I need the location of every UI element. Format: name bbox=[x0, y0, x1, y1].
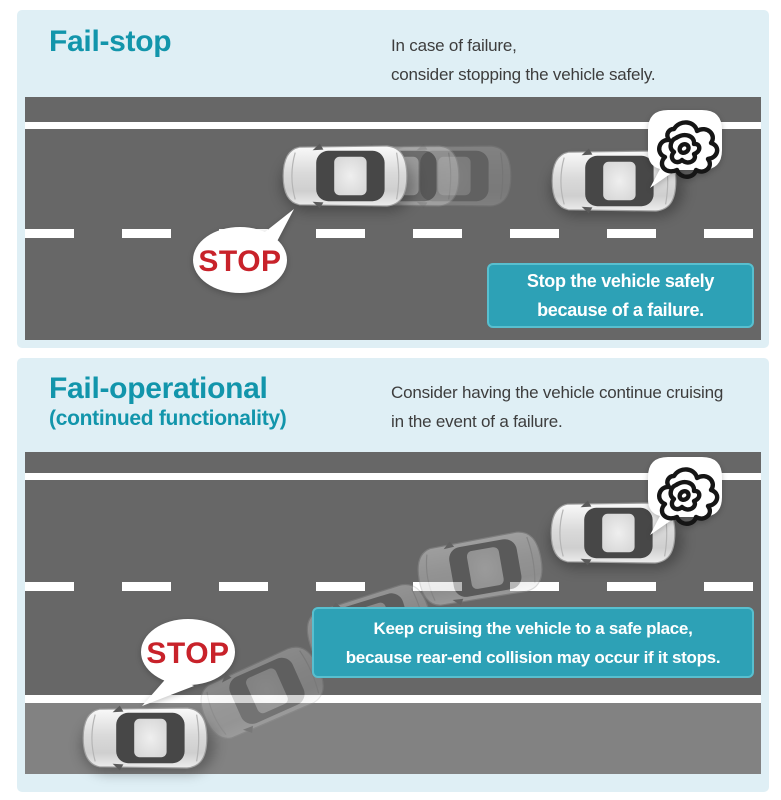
panel-subtitle: (continued functionality) bbox=[49, 407, 287, 430]
lane-line-dashed bbox=[25, 582, 761, 591]
fail-stop-panel: Fail-stop In case of failure, consider s… bbox=[17, 10, 769, 348]
failure-speech-bubble bbox=[648, 110, 722, 188]
callout-line: because of a failure. bbox=[537, 299, 704, 320]
callout-line: because rear-end collision may occur if … bbox=[345, 647, 721, 667]
panel-description: In case of failure, consider stopping th… bbox=[391, 31, 656, 89]
shoulder-line-solid bbox=[25, 695, 761, 703]
stopped-car-on-shoulder bbox=[76, 705, 215, 774]
car-top-view bbox=[82, 705, 208, 771]
callout-box: Keep cruising the vehicle to a safe plac… bbox=[312, 607, 754, 678]
stop-label: STOP bbox=[146, 637, 229, 670]
panel-title: Fail-stop bbox=[49, 25, 172, 58]
description-line: in the event of a failure. bbox=[391, 412, 563, 431]
failure-speech-bubble bbox=[648, 457, 722, 535]
description-line: Consider having the vehicle continue cru… bbox=[391, 383, 724, 402]
stop-speech-bubble: STOP bbox=[193, 209, 294, 293]
description-line: In case of failure, bbox=[391, 36, 517, 55]
fail-operational-panel: Fail-operational (continued functionalit… bbox=[17, 358, 769, 792]
lane-line-dashed bbox=[25, 229, 761, 238]
lane-line-solid bbox=[25, 473, 761, 480]
stop-speech-bubble: STOP bbox=[141, 619, 235, 706]
stop-label: STOP bbox=[198, 245, 281, 278]
callout-line: Keep cruising the vehicle to a safe plac… bbox=[373, 618, 693, 638]
panel-description: Consider having the vehicle continue cru… bbox=[391, 378, 723, 436]
description-line: consider stopping the vehicle safely. bbox=[391, 65, 656, 84]
panel-title: Fail-operational bbox=[49, 372, 268, 405]
lane-line-solid bbox=[25, 122, 761, 129]
road bbox=[25, 97, 761, 340]
car-top-view bbox=[282, 143, 408, 209]
callout-line: Stop the vehicle safely bbox=[526, 270, 715, 291]
stopped-car bbox=[276, 143, 415, 212]
callout-box: Stop the vehicle safely because of a fai… bbox=[487, 263, 754, 328]
